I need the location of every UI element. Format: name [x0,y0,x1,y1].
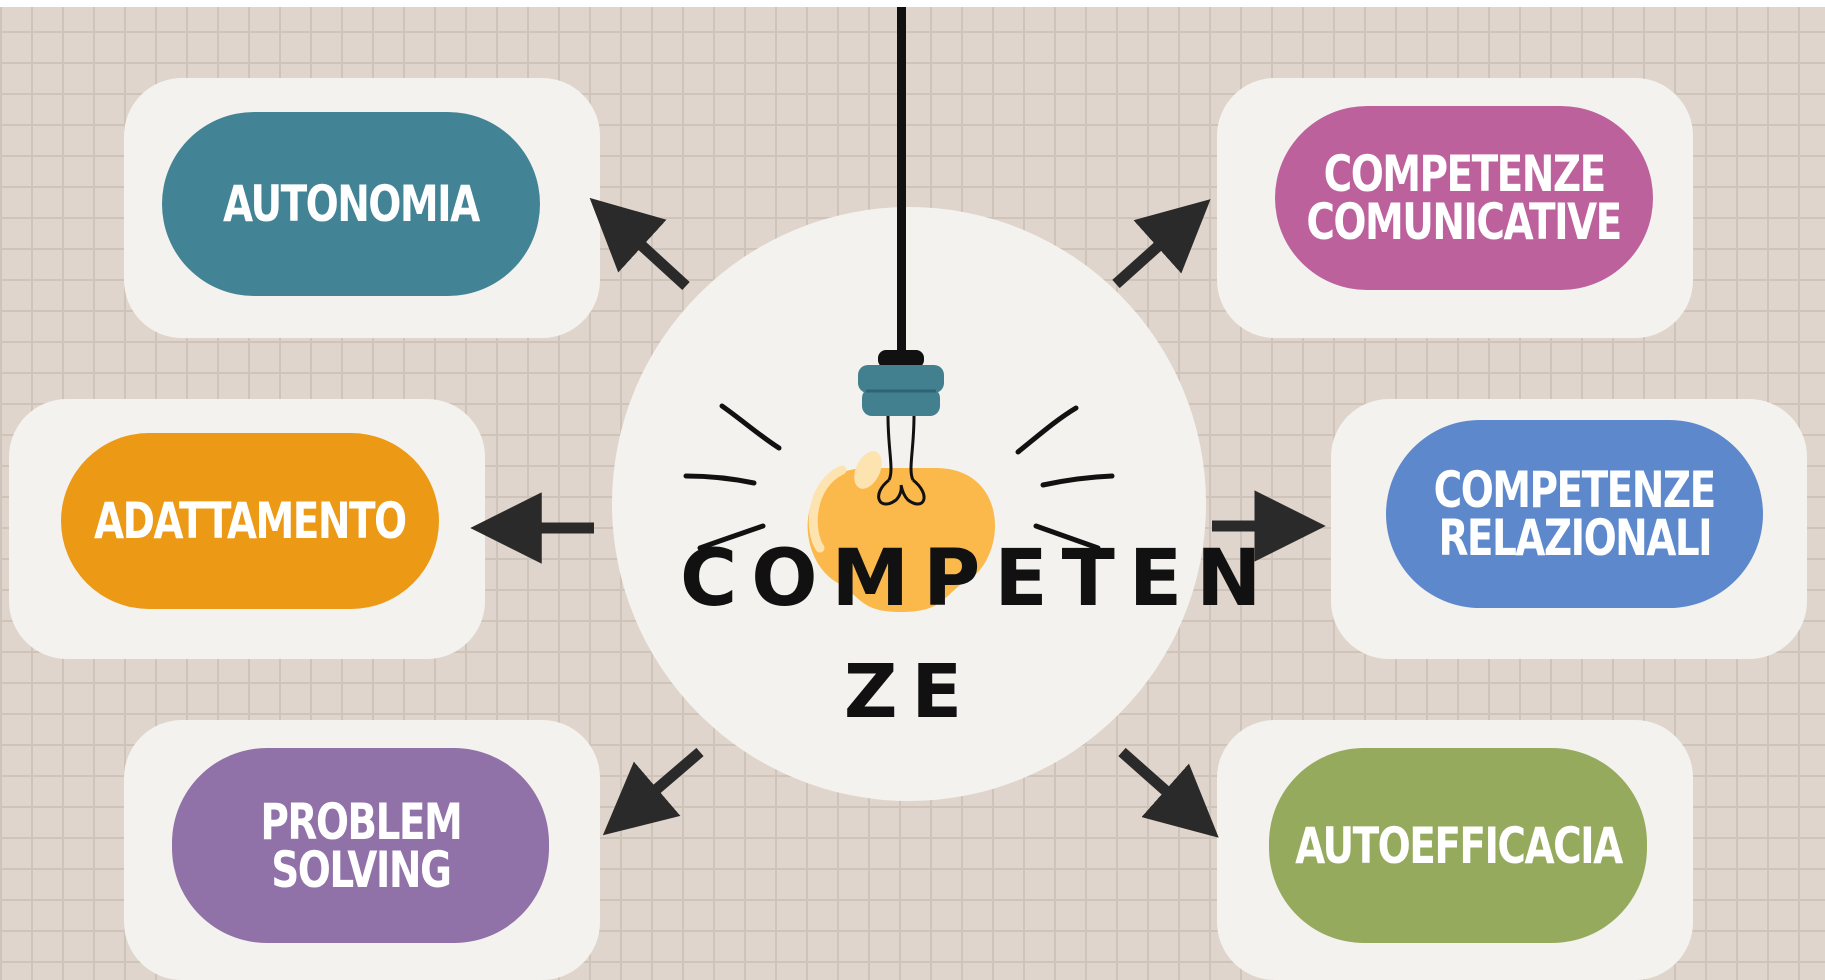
center-title-line2: ZE [843,649,977,735]
arrow-to-competenze-comunicative [1112,199,1211,289]
node-competenze-comunicative-line2: COMUNICATIVE [1306,193,1623,251]
light-rays-icon [683,403,1115,551]
light-bulb-icon [807,365,996,612]
node-autoefficacia-label: AUTOEFFICACIA [1294,816,1623,875]
node-competenze-comunicative-line1: COMPETENZE [1323,145,1606,203]
node-adattamento: ADATTAMENTO [61,433,439,609]
node-autoefficacia: AUTOEFFICACIA [1269,748,1647,943]
arrow-to-autoefficacia [1118,747,1219,838]
node-autonomia: AUTONOMIA [162,112,540,296]
lamp-cord [897,7,906,355]
node-problem-solving-line2: SOLVING [270,840,452,899]
node-problem-solving: PROBLEM SOLVING [172,748,549,943]
arrow-to-autonomia [589,197,690,291]
node-problem-solving-line1: PROBLEM [260,792,462,851]
node-competenze-relazionali-line2: RELAZIONALI [1438,509,1712,567]
node-competenze-relazionali-line1: COMPETENZE [1433,461,1717,519]
node-autonomia-label: AUTONOMIA [223,175,480,233]
node-competenze-comunicative: COMPETENZE COMUNICATIVE [1275,106,1653,290]
arrow-to-problem-solving [602,747,704,836]
center-title-line1: COMPETEN [680,534,1276,624]
lamp-cap [878,350,924,368]
top-frame-strip [0,0,1825,7]
node-adattamento-label: ADATTAMENTO [94,492,407,550]
node-competenze-relazionali: COMPETENZE RELAZIONALI [1386,420,1763,608]
